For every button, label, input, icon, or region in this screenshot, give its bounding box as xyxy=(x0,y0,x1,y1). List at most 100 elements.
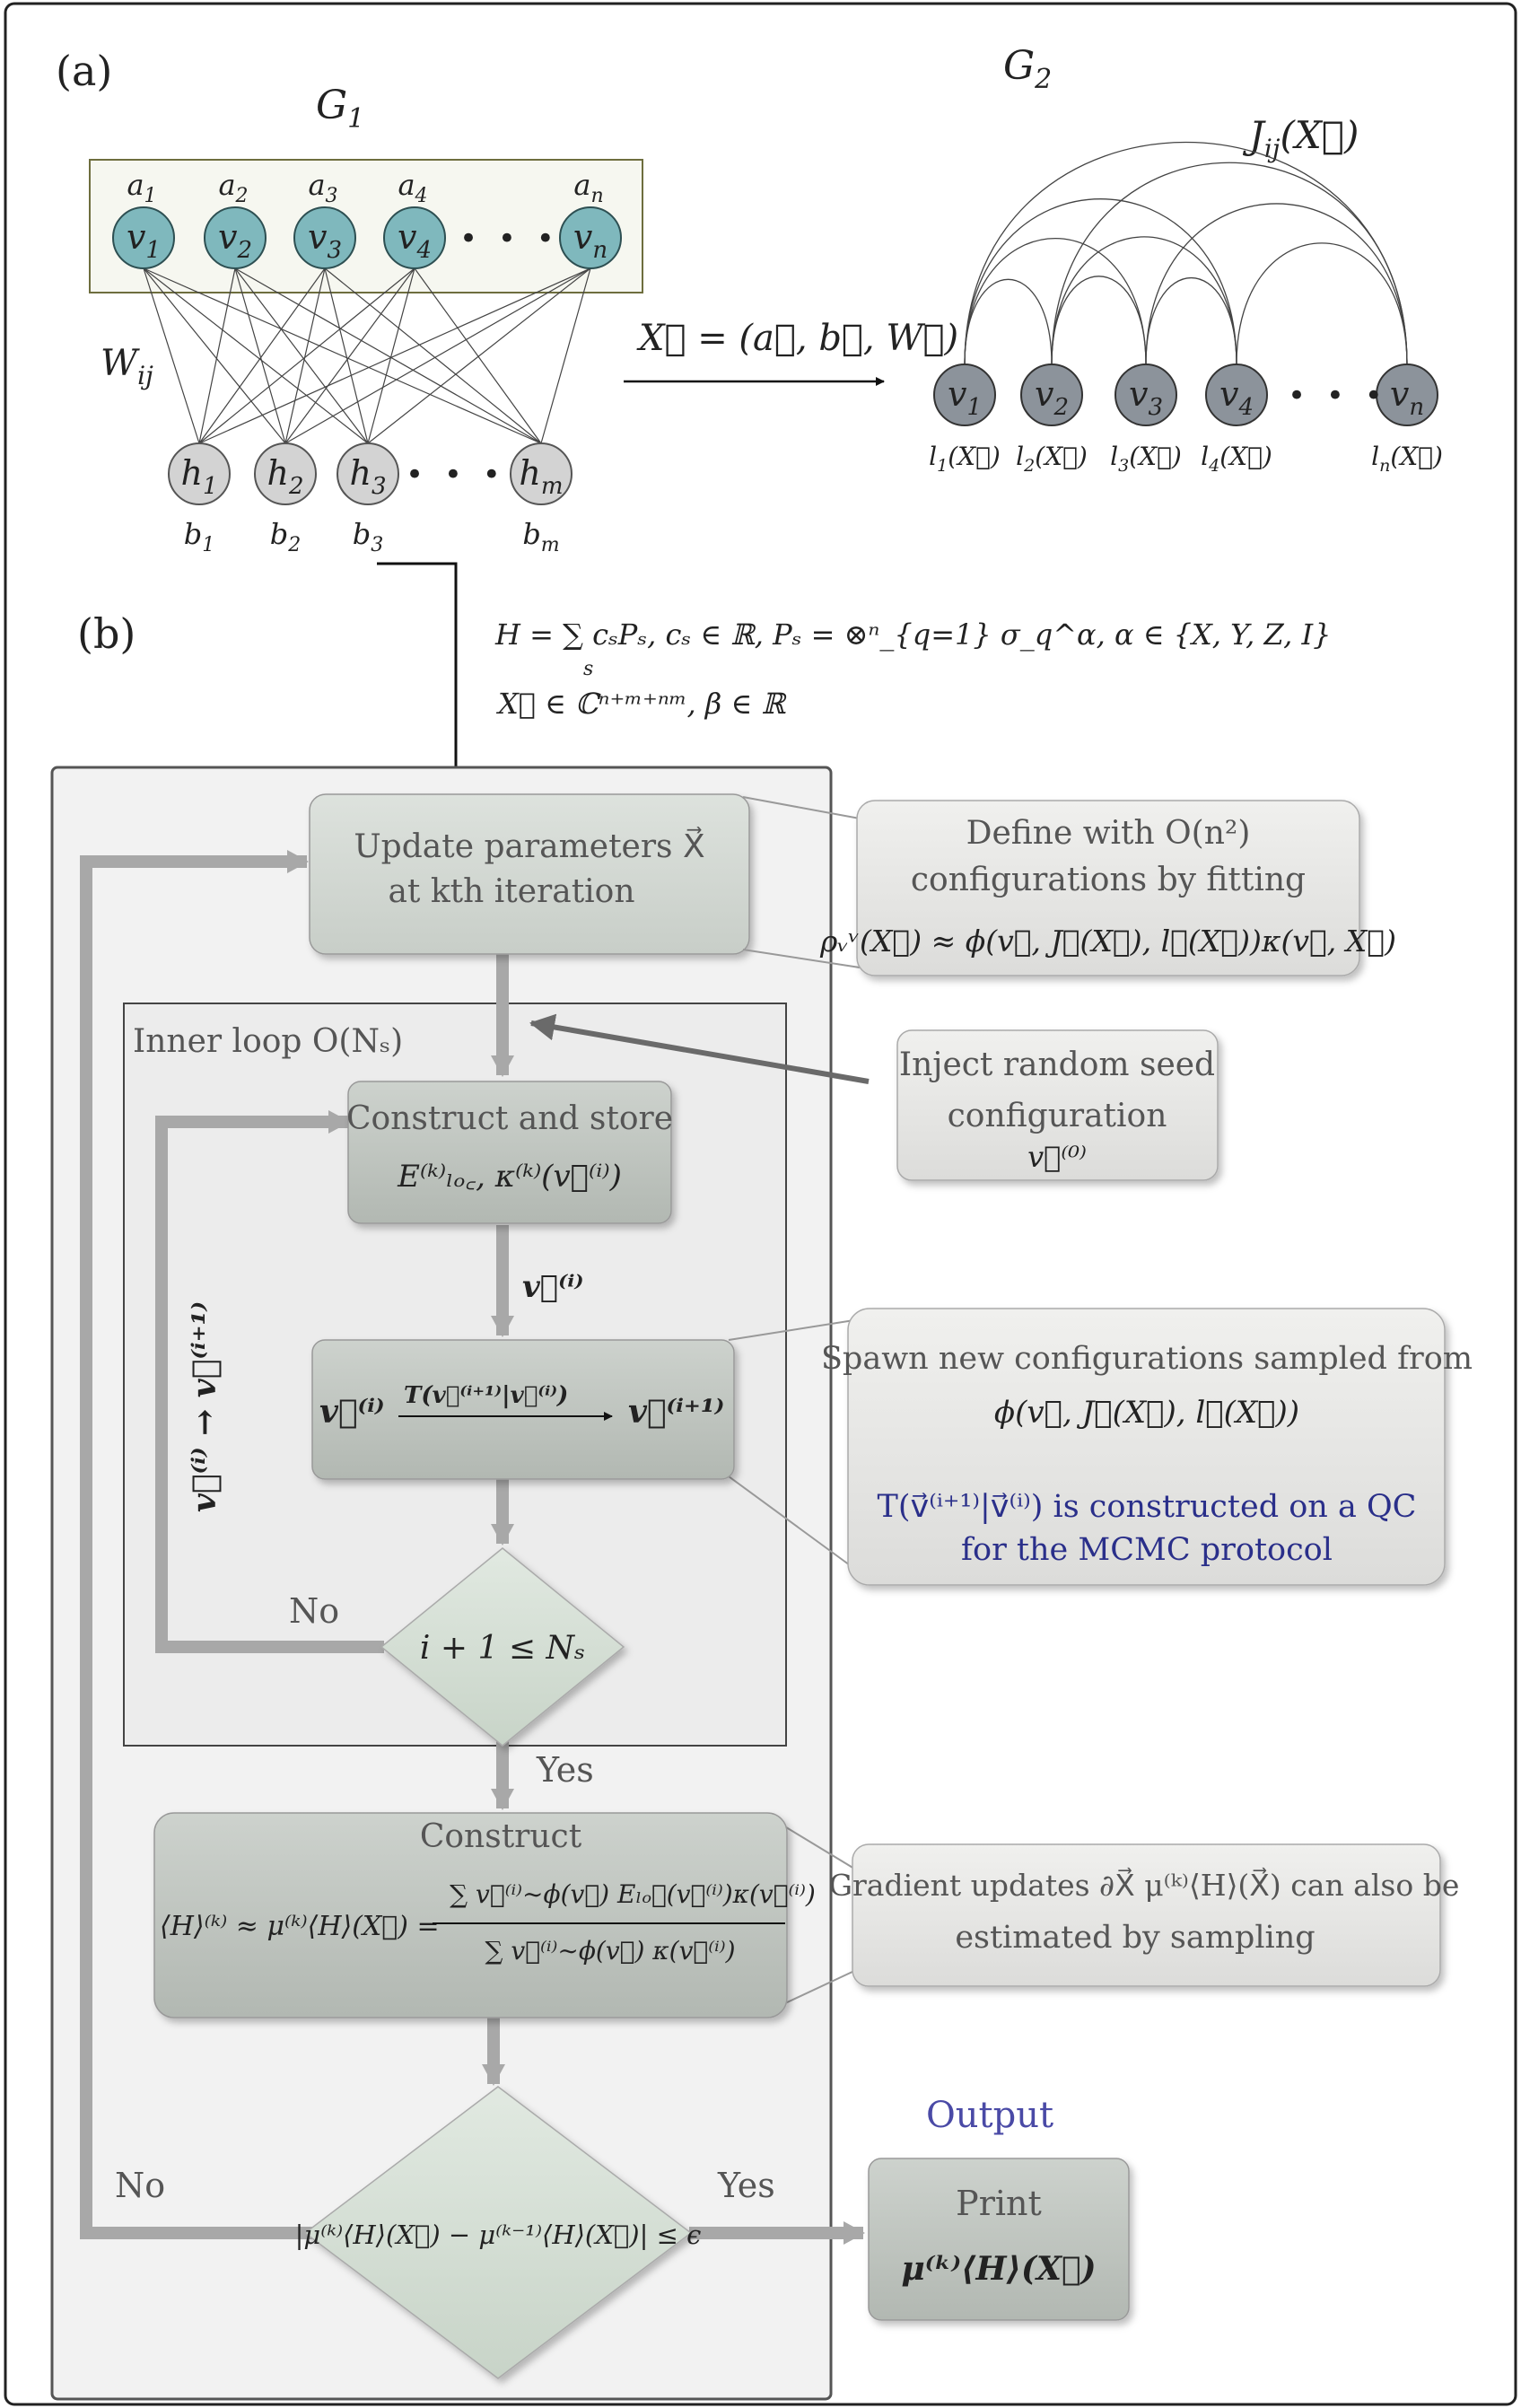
weight-label: Wij xyxy=(101,343,153,390)
g2-local-field-label: l4(X⃗) xyxy=(1201,442,1272,476)
coupling-arc xyxy=(1051,162,1408,365)
inner-decision-text: i + 1 ≤ Nₛ xyxy=(420,1630,585,1667)
update-box-line1: Update parameters X⃗ xyxy=(354,826,704,865)
panel-a-label: (a) xyxy=(56,47,112,95)
output-label: Output xyxy=(926,2095,1053,2136)
construct-box-title: Construct xyxy=(420,1818,582,1855)
coupling-arc xyxy=(1145,277,1237,365)
inject-arrow xyxy=(529,1013,870,1084)
g2-local-field-label: l2(X⃗) xyxy=(1016,442,1088,476)
rbm-edge xyxy=(198,267,326,444)
flow-outer-loop-back xyxy=(80,850,314,2239)
construct-box-denominator: ∑ v⃗⁽ⁱ⁾∼ϕ(v⃗) κ(v⃗⁽ⁱ⁾) xyxy=(485,1936,735,1966)
visible-bias-label: a2 xyxy=(218,168,248,207)
rbm-edge xyxy=(540,267,591,444)
rbm-edge xyxy=(284,267,415,444)
g2-ellipsis: • • • xyxy=(1288,378,1388,414)
visible-bias-label: an xyxy=(573,168,603,207)
rbm-edge xyxy=(367,267,591,444)
rbm-edge xyxy=(143,267,286,444)
visible-node-label: v3 xyxy=(308,217,342,264)
construct-box-lhs: ⟨H⟩⁽ᵏ⁾ ≈ μ⁽ᵏ⁾⟨H⟩(X⃗) = xyxy=(160,1911,440,1942)
rbm-weight-edges xyxy=(143,267,591,444)
hidden-node-label: h1 xyxy=(180,453,217,500)
rbm-edge xyxy=(284,267,326,444)
g2-node xyxy=(1020,363,1083,426)
g1-hidden-ellipsis: • • • xyxy=(406,457,506,493)
construct-box xyxy=(153,1812,788,2018)
inner-yes-label: Yes xyxy=(536,1750,594,1790)
update-parameters-box xyxy=(309,793,750,955)
visible-node xyxy=(293,206,356,269)
rbm-edge xyxy=(414,267,542,444)
visible-node-label: vn xyxy=(573,217,608,264)
rbm-edge xyxy=(324,267,369,444)
spawn-box-line4: for the MCMC protocol xyxy=(961,1532,1333,1568)
visible-node-label: v1 xyxy=(127,217,161,264)
spawn-box-line3: T(v⃗⁽ⁱ⁺¹⁾|v⃗⁽ⁱ⁾) is constructed on a QC xyxy=(878,1489,1417,1525)
coupling-label: Jij(X⃗) xyxy=(1242,113,1359,163)
g2-local-field-label: l1(X⃗) xyxy=(929,442,1001,476)
hidden-node xyxy=(510,442,573,505)
connector-arrow xyxy=(377,562,460,789)
inject-seed-box xyxy=(896,1029,1219,1181)
flow-arrows xyxy=(80,850,865,2245)
rbm-edge xyxy=(198,267,591,444)
inner-no-label: No xyxy=(289,1591,339,1631)
transition-right: v⃗⁽ⁱ⁺¹⁾ xyxy=(628,1393,724,1431)
coupling-arc xyxy=(1051,236,1237,365)
gradient-box-line2: estimated by sampling xyxy=(955,1920,1315,1956)
print-box-line2: μ⁽ᵏ⁾⟨H⟩(X⃗) xyxy=(901,2250,1096,2288)
rbm-edge xyxy=(234,267,369,444)
spawn-box-line1: Spawn new configurations sampled from xyxy=(821,1341,1473,1377)
visible-bias-label: a1 xyxy=(127,168,156,207)
coupling-arc xyxy=(964,198,1237,365)
spawn-box-line2: ϕ(v⃗, J⃗(X⃗), l⃗(X⃗)) xyxy=(994,1395,1299,1431)
define-box-line1: Define with O(n²) xyxy=(966,815,1251,852)
g1-visible-layer-box xyxy=(89,159,643,293)
coupling-arc xyxy=(1051,276,1147,365)
inner-loop-label: Inner loop O(Nₛ) xyxy=(133,1023,403,1060)
update-box-line2: at kth iteration xyxy=(388,873,634,910)
g2-node-label: v2 xyxy=(1035,374,1069,421)
flow-inner-loop-back xyxy=(155,1110,384,1653)
hidden-node xyxy=(337,442,399,505)
hidden-node xyxy=(254,442,317,505)
hidden-bias-label: b3 xyxy=(353,517,383,556)
vi-label: v⃗⁽ⁱ⁾ xyxy=(522,1269,584,1305)
convergence-diamond xyxy=(303,2086,693,2379)
coupling-arc xyxy=(1236,242,1408,365)
hidden-node-label: h2 xyxy=(267,453,303,500)
rbm-edge xyxy=(284,267,591,444)
coupling-arc xyxy=(964,238,1147,365)
g2-title: G2 xyxy=(1003,43,1052,95)
coupling-arc xyxy=(964,141,1408,365)
rbm-edge xyxy=(143,267,369,444)
gradient-box-line1: Gradient updates ∂X⃗ μ⁽ᵏ⁾⟨H⟩(X⃗) can als… xyxy=(829,1867,1460,1903)
g2-node-label: vn xyxy=(1390,374,1424,421)
g2-local-field-label: l3(X⃗) xyxy=(1110,442,1182,476)
hidden-node xyxy=(168,442,231,505)
parameter-domain: X⃗ ∈ ℂⁿ⁺ᵐ⁺ⁿᵐ, β ∈ ℝ xyxy=(495,687,787,721)
g1-visible-ellipsis: • • • xyxy=(459,221,560,257)
visible-bias-label: a3 xyxy=(308,168,337,207)
define-box-line2: configurations by fitting xyxy=(911,862,1306,898)
inject-box-line1: Inject random seed xyxy=(899,1046,1215,1083)
g2-local-field-label: ln(X⃗) xyxy=(1371,442,1443,476)
rbm-edge xyxy=(324,267,542,444)
hidden-node-label: hm xyxy=(519,453,563,500)
define-box xyxy=(856,800,1360,976)
hamiltonian-formula: H = ∑ cₛPₛ, cₛ ∈ ℝ, Pₛ = ⊗ⁿ_{q=1} σ_q^α,… xyxy=(494,617,1331,652)
g2-node-label: v4 xyxy=(1219,374,1254,421)
visible-node xyxy=(112,206,175,269)
transition-left: v⃗⁽ⁱ⁾ xyxy=(319,1393,385,1431)
print-box xyxy=(868,2158,1130,2321)
construct-box-numerator: ∑ v⃗⁽ⁱ⁾∼ϕ(v⃗) Eₗₒ꜀(v⃗⁽ⁱ⁾)κ(v⃗⁽ⁱ⁾) xyxy=(450,1879,816,1909)
g2-node-label: v1 xyxy=(948,374,982,421)
g2-node xyxy=(1205,363,1268,426)
rbm-edge xyxy=(198,267,415,444)
